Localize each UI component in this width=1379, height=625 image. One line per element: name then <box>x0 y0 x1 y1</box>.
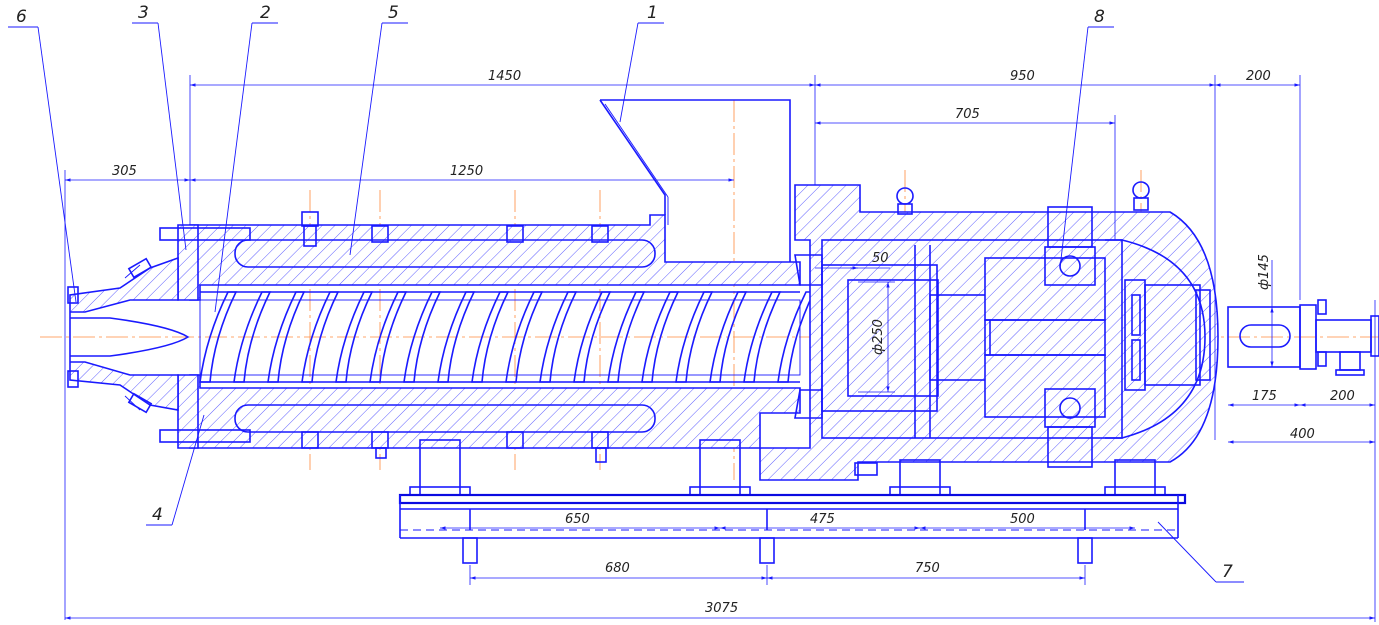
dim-dia-145: ф145 <box>1257 254 1272 290</box>
callout-1: 1 <box>647 3 658 23</box>
die-head <box>67 256 190 414</box>
callout-3: 3 <box>138 3 149 23</box>
barrel-casing <box>159 214 801 449</box>
bearing-housing <box>759 181 1219 481</box>
screw-flight <box>301 291 340 383</box>
dim-dia-250: ф250 <box>871 319 886 355</box>
callout-4: 4 <box>152 505 163 525</box>
dim-50: 50 <box>872 251 889 266</box>
dim-950: 950 <box>1010 69 1035 84</box>
callout-7: 7 <box>1222 562 1233 582</box>
screw-flight <box>403 291 442 383</box>
screw-flight <box>437 291 476 383</box>
dim-705: 705 <box>955 107 980 122</box>
screw-flight <box>607 291 646 383</box>
screw-flight <box>641 291 680 383</box>
screw-flight <box>335 291 374 383</box>
dim-400: 400 <box>1290 427 1315 442</box>
screw-flight <box>539 291 578 383</box>
screw-flight <box>199 291 238 383</box>
dim-200-right: 200 <box>1330 389 1355 404</box>
screw-flight <box>743 291 782 383</box>
screw-flight <box>709 291 748 383</box>
dimension-lines <box>64 75 1376 622</box>
screw-flight <box>267 291 306 383</box>
dim-200-top: 200 <box>1246 69 1271 84</box>
screw-flight <box>233 291 272 383</box>
callout-2: 2 <box>260 3 271 23</box>
dim-1450: 1450 <box>488 69 521 84</box>
callout-8: 8 <box>1094 7 1105 27</box>
screw-shaft <box>199 291 816 383</box>
callout-6: 6 <box>16 7 27 27</box>
dim-1250: 1250 <box>450 164 483 179</box>
dim-680: 680 <box>605 561 630 576</box>
dimension-labels: 1450 950 200 705 305 1250 50 ф250 ф145 1… <box>112 69 1355 616</box>
dim-750: 750 <box>915 561 940 576</box>
screw-flight <box>369 291 408 383</box>
dim-475: 475 <box>810 512 835 527</box>
dim-3075: 3075 <box>705 601 738 616</box>
screw-flight <box>471 291 510 383</box>
base-frame <box>398 439 1187 564</box>
screw-flight <box>675 291 714 383</box>
dim-650: 650 <box>565 512 590 527</box>
jacket-fittings <box>301 211 609 463</box>
screw-flight <box>505 291 544 383</box>
callout-5: 5 <box>388 3 399 23</box>
screw-flight <box>573 291 612 383</box>
dim-500: 500 <box>1010 512 1035 527</box>
dim-175: 175 <box>1252 389 1277 404</box>
part-callouts: 6 3 2 5 1 8 4 7 <box>8 3 1244 583</box>
output-shaft <box>1227 299 1379 376</box>
dim-305: 305 <box>112 164 137 179</box>
